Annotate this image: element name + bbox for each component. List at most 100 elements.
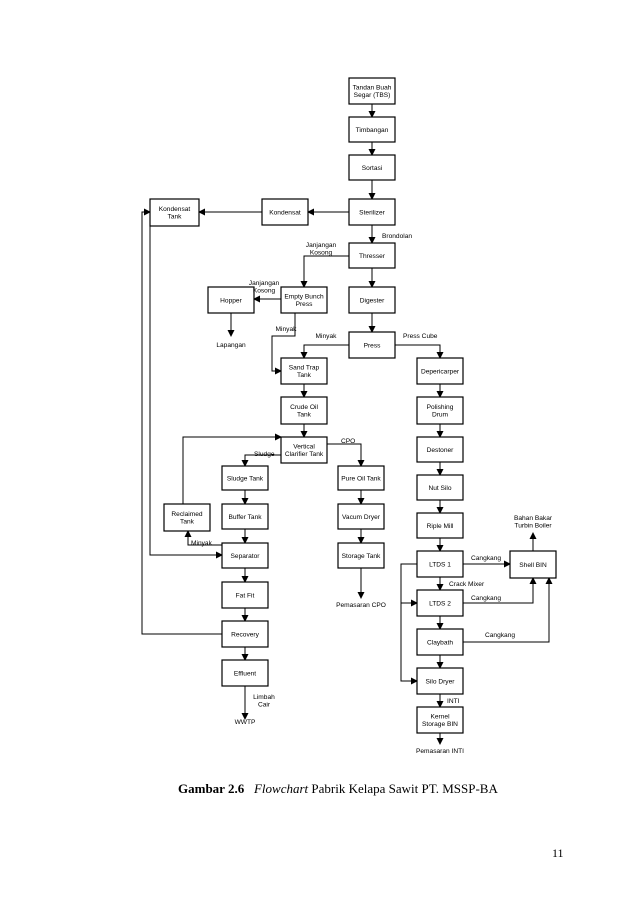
node-label: Tank	[180, 519, 195, 526]
node-box	[348, 154, 396, 181]
node-sludge-tank: Sludge Tank	[221, 465, 269, 491]
flow-label-crack-mixer: Crack Mixer	[449, 581, 485, 588]
node-box	[280, 357, 328, 385]
node-label: Polishing	[427, 404, 454, 411]
flow-label-brondolan: Brondolan	[382, 233, 412, 240]
node-hopper: Hopper	[207, 286, 255, 314]
node-ltds1: LTDS 1	[416, 550, 464, 578]
node-label: Empty Bunch	[284, 294, 324, 301]
flow-label-sludge: Sludge	[254, 451, 275, 458]
node-label: Separator	[231, 553, 261, 560]
node-label: Drum	[432, 412, 449, 419]
node-label: Destoner	[427, 447, 455, 454]
node-sterilizer: Sterilizer	[348, 198, 396, 226]
flow-label-limbah-cair: Limbah	[253, 694, 275, 701]
node-nut-silo: Nut Silo	[416, 474, 464, 501]
node-box	[416, 628, 464, 656]
node-box	[337, 503, 385, 530]
node-label: Buffer Tank	[228, 514, 262, 521]
page-number: 11	[552, 846, 564, 860]
node-label: Kondensat	[269, 209, 301, 216]
node-label: Sand Trap	[289, 365, 320, 372]
node-box	[348, 198, 396, 226]
node-label: Reclaimed	[171, 511, 202, 518]
flow-label-pemasaran-cpo: Pemasaran CPO	[336, 602, 386, 609]
node-box	[348, 331, 396, 359]
node-box	[280, 286, 328, 314]
caption-italic: Flowchart	[253, 781, 309, 796]
node-box	[163, 503, 211, 532]
node-label: Storage Tank	[342, 553, 381, 560]
node-box	[207, 286, 255, 314]
node-label: Kondensat	[159, 206, 191, 213]
caption-prefix: Gambar 2.6	[178, 781, 245, 796]
node-label: Silo Dryer	[426, 678, 456, 685]
node-box	[416, 667, 464, 695]
node-label: Crude Oil	[290, 404, 318, 411]
node-sortasi: Sortasi	[348, 154, 396, 181]
node-label: Tandan Buah	[353, 85, 392, 92]
node-label: Tank	[168, 214, 183, 221]
node-press: Press	[348, 331, 396, 359]
node-box	[221, 465, 269, 491]
node-label: Hopper	[220, 297, 242, 304]
node-box	[280, 396, 328, 425]
node-label: Riple Mill	[427, 523, 454, 530]
node-label: Effluent	[234, 670, 256, 677]
node-fat-fit: Fat Fit	[221, 581, 269, 609]
node-separator: Separator	[221, 542, 269, 569]
node-buffer-tank: Buffer Tank	[221, 503, 269, 530]
node-vacum-dryer: Vacum Dryer	[337, 503, 385, 530]
node-box	[348, 77, 396, 105]
node-box	[221, 581, 269, 609]
node-box	[416, 474, 464, 501]
node-depericarper: Depericarper	[416, 357, 464, 385]
node-box	[416, 396, 464, 425]
flow-label-janjangan1: Janjangan	[306, 242, 337, 249]
node-ltds2: LTDS 2	[416, 589, 464, 617]
node-label: Sludge Tank	[227, 475, 264, 482]
flow-label-limbah-cair: Cair	[258, 702, 271, 709]
node-label: LTDS 1	[429, 561, 451, 568]
node-box	[416, 436, 464, 463]
node-storage-tank: Storage Tank	[337, 542, 385, 569]
node-box	[149, 198, 200, 227]
flow-label-cangkang1: Cangkang	[471, 555, 501, 562]
flow-label-cangkang2: Cangkang	[471, 595, 501, 602]
flow-label-minyak2: Minyak	[316, 333, 338, 340]
node-label: Sortasi	[362, 165, 383, 172]
node-label: Press	[364, 342, 382, 349]
node-label: Storage BIN	[422, 721, 458, 728]
flow-label-minyak3: Minyak	[191, 540, 213, 547]
node-box	[416, 589, 464, 617]
flow-label-press-cube: Press Cube	[403, 333, 438, 340]
flow-connectors	[141, 104, 553, 745]
flow-labels: BrondolanJanjanganKosongJanjanganKosongL…	[191, 233, 553, 755]
node-label: Timbangan	[356, 127, 389, 134]
node-effluent: Effluent	[221, 659, 269, 687]
flow-label-janjangan2: Kosong	[253, 288, 276, 295]
flow-label-cangkang3: Cangkang	[485, 632, 515, 639]
node-label: LTDS 2	[429, 600, 451, 607]
flow-label-pemasaran-inti: Pemasaran INTI	[416, 748, 464, 755]
node-digester: Digester	[348, 286, 396, 314]
flow-label-janjangan1: Kosong	[310, 250, 333, 257]
node-box	[416, 512, 464, 539]
node-label: Vertical	[293, 444, 315, 451]
node-box	[348, 286, 396, 314]
node-box	[337, 465, 385, 491]
node-label: Shell BIN	[519, 562, 547, 569]
flow-label-wwtp: WWTP	[235, 719, 256, 726]
node-box	[221, 503, 269, 530]
node-label: Digester	[360, 297, 385, 304]
node-destoner: Destoner	[416, 436, 464, 463]
flow-label-lapangan: Lapangan	[216, 342, 246, 349]
node-box	[348, 116, 396, 143]
